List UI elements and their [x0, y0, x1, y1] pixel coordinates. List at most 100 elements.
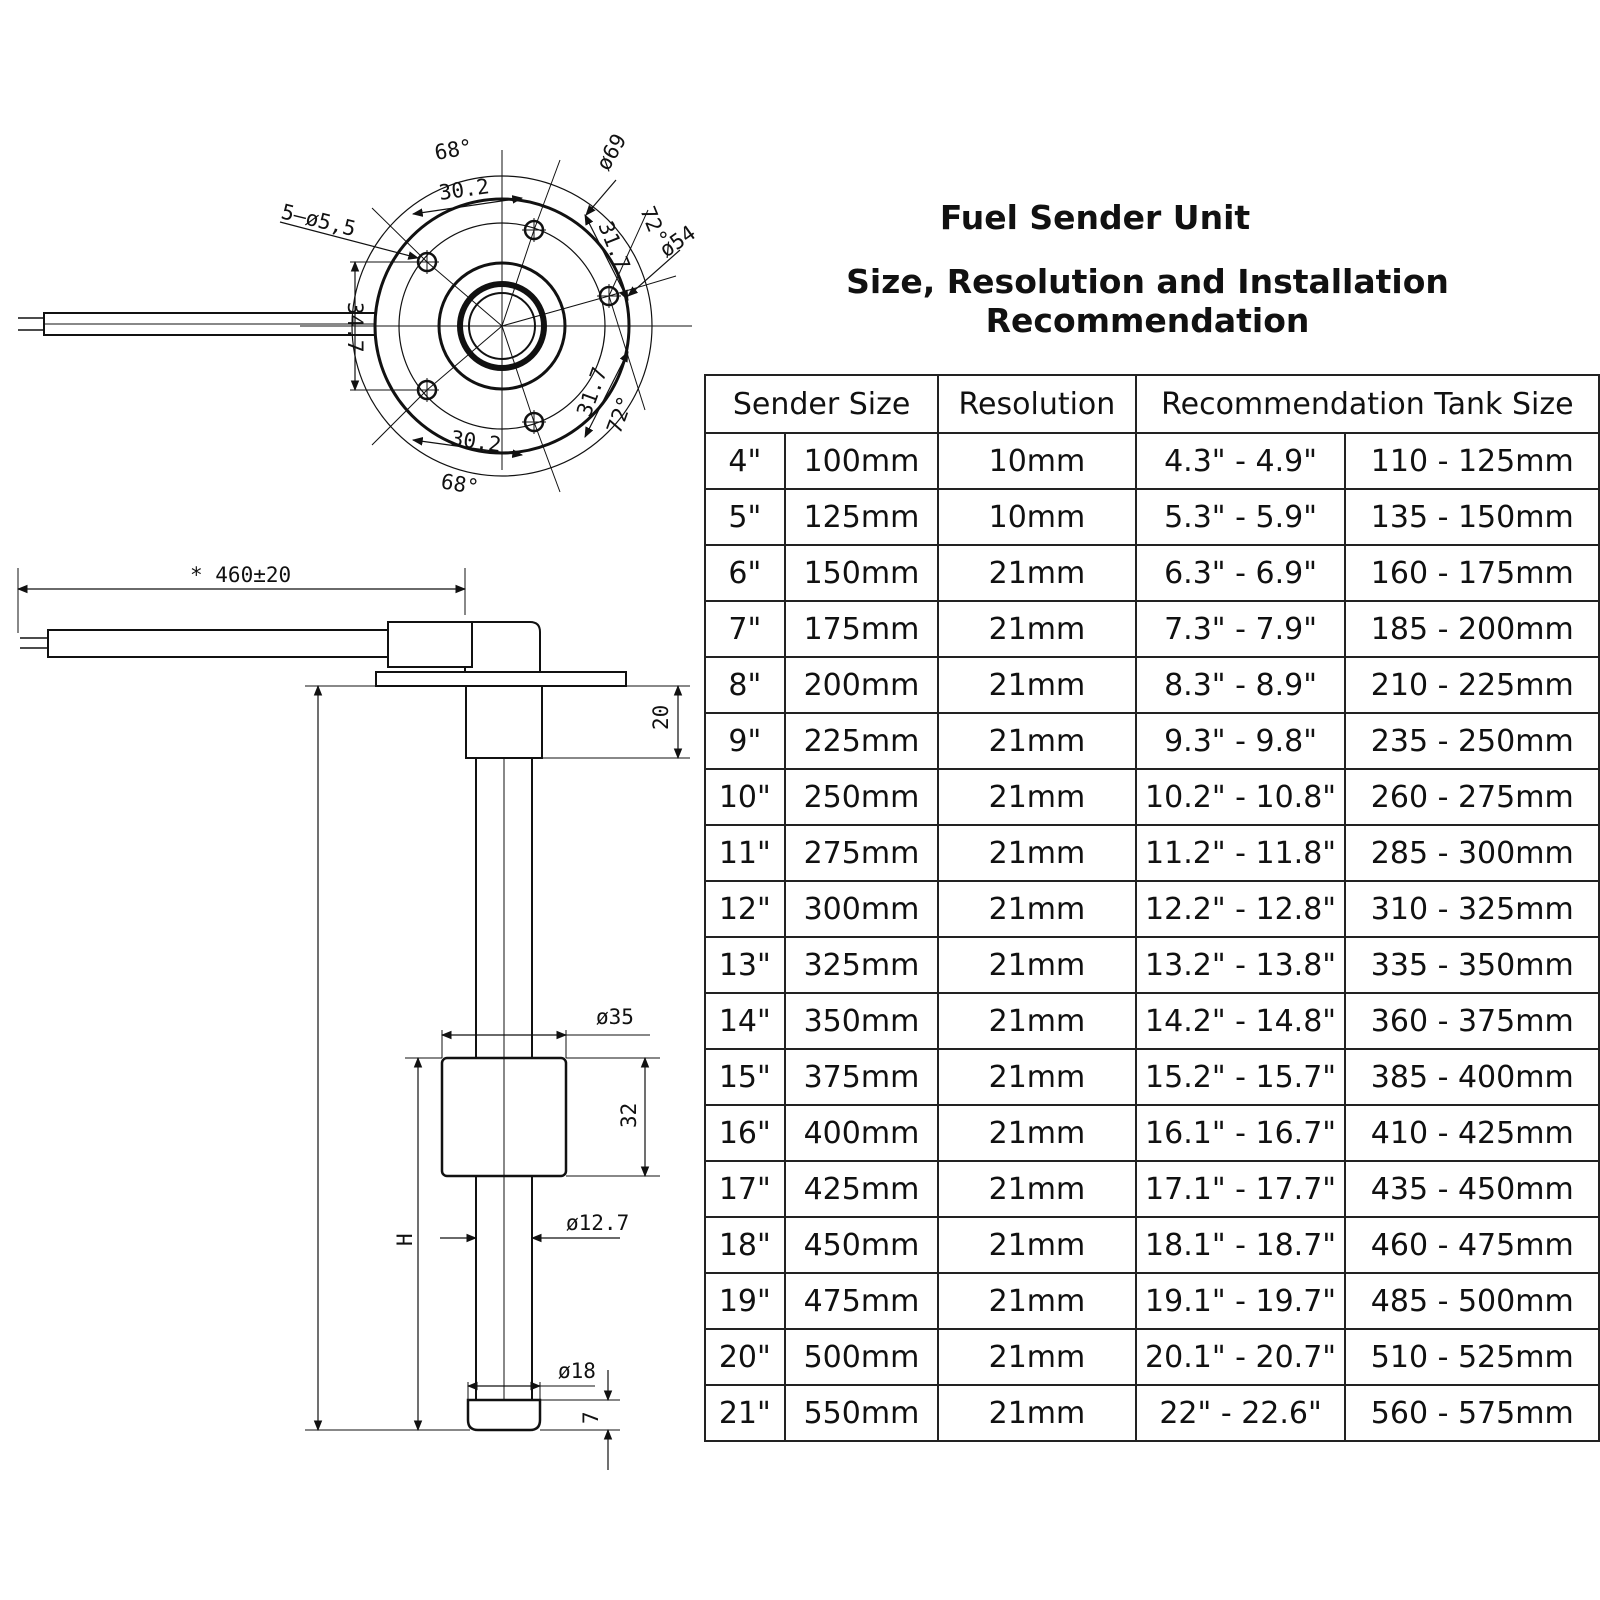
- cell-size-mm: 150mm: [783, 544, 940, 602]
- sender-cable: [20, 621, 473, 668]
- cell-size-inch: 18": [704, 1216, 786, 1274]
- cell-size-inch: 11": [704, 824, 786, 882]
- cell-size-mm: 200mm: [783, 656, 940, 714]
- cell-size-mm: 125mm: [783, 488, 940, 546]
- cell-tank-inch: 11.2" - 11.8": [1134, 824, 1347, 882]
- cell-size-mm: 500mm: [783, 1328, 940, 1386]
- cell-tank-mm: 185 - 200mm: [1344, 600, 1600, 658]
- cell-tank-mm: 160 - 175mm: [1344, 544, 1600, 602]
- cell-tank-inch: 9.3" - 9.8": [1134, 712, 1347, 770]
- cell-tank-mm: 385 - 400mm: [1344, 1048, 1600, 1106]
- cell-resolution: 21mm: [937, 992, 1137, 1050]
- cell-tank-inch: 10.2" - 10.8": [1134, 768, 1347, 826]
- header-tank-size: Recommendation Tank Size: [1134, 374, 1600, 434]
- cell-size-mm: 175mm: [783, 600, 940, 658]
- cell-resolution: 21mm: [937, 600, 1137, 658]
- cell-tank-inch: 14.2" - 14.8": [1134, 992, 1347, 1050]
- cell-tank-mm: 235 - 250mm: [1344, 712, 1600, 770]
- cell-size-inch: 4": [704, 432, 786, 490]
- cell-size-inch: 14": [704, 992, 786, 1050]
- cell-resolution: 21mm: [937, 712, 1137, 770]
- cell-size-mm: 375mm: [783, 1048, 940, 1106]
- page-subtitle: Size, Resolution and Installation Recomm…: [846, 262, 1449, 340]
- cell-tank-mm: 360 - 375mm: [1344, 992, 1600, 1050]
- cell-tank-inch: 13.2" - 13.8": [1134, 936, 1347, 994]
- cell-tank-inch: 5.3" - 5.9": [1134, 488, 1347, 546]
- cell-tank-inch: 18.1" - 18.7": [1134, 1216, 1347, 1274]
- cell-resolution: 10mm: [937, 432, 1137, 490]
- cell-resolution: 10mm: [937, 488, 1137, 546]
- flange-chord-bottom-label: 30.2: [449, 426, 502, 457]
- bolt-hole: [597, 284, 621, 308]
- flange-holes-label: 5–ø5,5: [279, 200, 358, 242]
- mounting-plate: [375, 671, 627, 687]
- bolt-hole: [522, 218, 546, 242]
- cell-tank-mm: 485 - 500mm: [1344, 1272, 1600, 1330]
- cell-tank-mm: 310 - 325mm: [1344, 880, 1600, 938]
- page-title: Fuel Sender Unit: [939, 198, 1251, 237]
- cell-resolution: 21mm: [937, 880, 1137, 938]
- cell-size-inch: 7": [704, 600, 786, 658]
- sender-head: [464, 621, 541, 673]
- foot-diameter-label: ø18: [558, 1359, 596, 1383]
- tube-diameter-label: ø12.7: [566, 1211, 629, 1235]
- sender-neck: [465, 685, 543, 759]
- cell-tank-inch: 12.2" - 12.8": [1134, 880, 1347, 938]
- float-diameter-label: ø35: [596, 1005, 634, 1029]
- cell-size-mm: 475mm: [783, 1272, 940, 1330]
- length-h-label: H: [393, 1233, 417, 1246]
- flange-angle-right-bottom-label: 72°: [602, 393, 638, 437]
- cell-size-mm: 450mm: [783, 1216, 940, 1274]
- header-sender-size: Sender Size: [703, 374, 940, 434]
- cell-size-inch: 9": [704, 712, 786, 770]
- cell-tank-inch: 16.1" - 16.7": [1134, 1104, 1347, 1162]
- cell-size-inch: 19": [704, 1272, 786, 1330]
- cell-resolution: 21mm: [937, 824, 1137, 882]
- cell-tank-inch: 6.3" - 6.9": [1134, 544, 1347, 602]
- cell-tank-mm: 510 - 525mm: [1344, 1328, 1600, 1386]
- cell-size-inch: 20": [704, 1328, 786, 1386]
- cell-size-mm: 400mm: [783, 1104, 940, 1162]
- cell-size-inch: 10": [704, 768, 786, 826]
- cell-resolution: 21mm: [937, 1384, 1137, 1442]
- cell-tank-inch: 7.3" - 7.9": [1134, 600, 1347, 658]
- cell-tank-mm: 135 - 150mm: [1344, 488, 1600, 546]
- cell-tank-inch: 17.1" - 17.7": [1134, 1160, 1347, 1218]
- cell-tank-mm: 435 - 450mm: [1344, 1160, 1600, 1218]
- head-height-label: 20: [649, 705, 673, 730]
- cell-size-inch: 17": [704, 1160, 786, 1218]
- cell-size-inch: 6": [704, 544, 786, 602]
- header-resolution: Resolution: [937, 374, 1137, 434]
- cell-size-inch: 8": [704, 656, 786, 714]
- cell-resolution: 21mm: [937, 1048, 1137, 1106]
- flange-outer-diameter-label: ø69: [592, 130, 632, 175]
- cell-size-mm: 100mm: [783, 432, 940, 490]
- cell-resolution: 21mm: [937, 1160, 1137, 1218]
- cell-size-inch: 13": [704, 936, 786, 994]
- cell-size-mm: 275mm: [783, 824, 940, 882]
- cell-tank-mm: 460 - 475mm: [1344, 1216, 1600, 1274]
- sender-foot: [466, 1398, 542, 1432]
- cell-tank-mm: 410 - 425mm: [1344, 1104, 1600, 1162]
- cell-tank-mm: 560 - 575mm: [1344, 1384, 1600, 1442]
- float-height-label: 32: [617, 1103, 641, 1128]
- cell-size-mm: 325mm: [783, 936, 940, 994]
- cell-resolution: 21mm: [937, 544, 1137, 602]
- flange-cable: [18, 312, 376, 336]
- cell-tank-mm: 335 - 350mm: [1344, 936, 1600, 994]
